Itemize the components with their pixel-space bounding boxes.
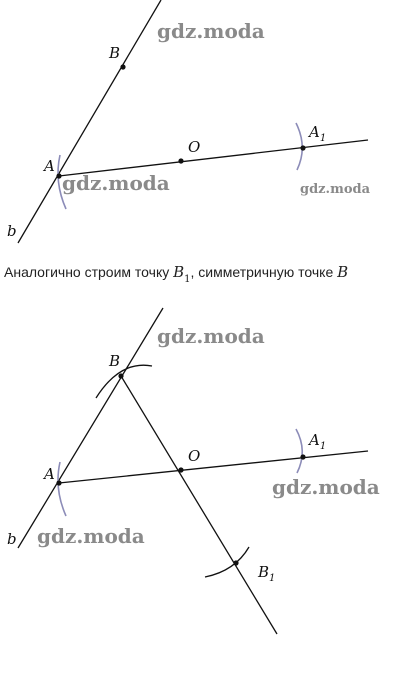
watermark: gdz.moda — [37, 524, 145, 548]
point-a1-top — [300, 145, 306, 151]
watermark: gdz.moda — [62, 171, 170, 195]
watermark: gdz.moda — [272, 475, 380, 499]
point-b-bottom — [118, 373, 124, 379]
point-a1-bottom — [300, 454, 306, 460]
point-o-top — [178, 158, 184, 164]
label-a1-top: A1 — [307, 123, 326, 144]
point-a-top — [56, 173, 62, 179]
line-b-b1 — [120, 375, 278, 635]
line-b-top — [17, 0, 162, 244]
line-a-a1-top — [58, 139, 369, 177]
point-o-bottom — [178, 467, 184, 473]
label-line-b-bottom: b — [7, 530, 17, 548]
bottom-figure: B A O A1 B1 b gdz.moda gdz.moda gdz.moda — [7, 307, 380, 635]
arc-at-a1-bottom — [295, 428, 304, 474]
label-o-bottom: O — [188, 447, 200, 465]
watermark: gdz.moda — [157, 19, 265, 43]
label-a-bottom: A — [42, 465, 55, 483]
point-b-top — [120, 64, 126, 70]
arc-at-a-top — [57, 154, 67, 210]
label-a1-bottom: A1 — [307, 431, 326, 452]
point-b1 — [233, 560, 239, 566]
label-line-b-top: b — [7, 222, 17, 240]
watermark: gdz.moda — [300, 182, 371, 197]
arc-at-a-bottom — [57, 461, 67, 517]
label-a-top: A — [42, 157, 55, 175]
label-b-bottom: B — [108, 352, 120, 370]
line-a-a1-bottom — [58, 450, 369, 484]
point-a-bottom — [56, 480, 62, 486]
watermark: gdz.moda — [157, 324, 265, 348]
top-figure: B A O A1 b gdz.moda gdz.moda gdz.moda — [7, 0, 371, 244]
arc-at-b — [95, 364, 153, 399]
arc-at-b1 — [204, 546, 250, 578]
line-b-bottom — [17, 307, 164, 549]
caption: Аналогично строим точку B1, симметричную… — [4, 263, 348, 285]
label-b-top: B — [108, 44, 120, 62]
label-b1: B1 — [257, 563, 275, 584]
label-o-top: O — [188, 138, 200, 156]
